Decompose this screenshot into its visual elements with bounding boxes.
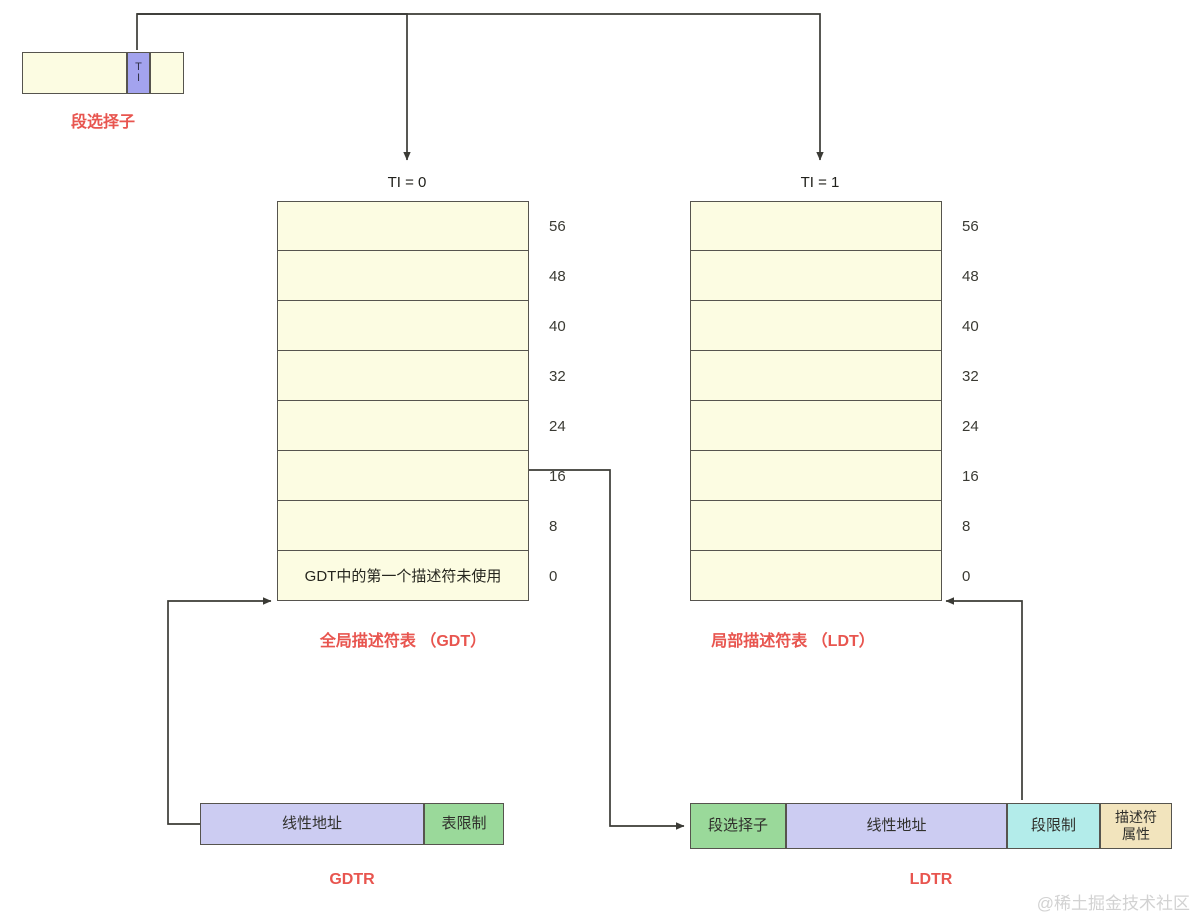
gdtr-table-limit-field[interactable]: 表限制 (424, 803, 504, 845)
ldtr-segment-limit-field[interactable]: 段限制 (1007, 803, 1100, 849)
ldtr-segment-limit-label: 段限制 (1030, 817, 1076, 835)
table-row[interactable] (690, 451, 942, 501)
ldtr-descriptor-attr-field[interactable]: 描述符属性 (1100, 803, 1172, 849)
segment-selector-box[interactable]: T I (22, 52, 184, 94)
row-offset-label: 24 (962, 417, 979, 435)
table-row[interactable] (277, 501, 529, 551)
table-row[interactable] (277, 351, 529, 401)
gdtr-linear-address-label: 线性地址 (281, 815, 342, 833)
ldtr-caption: LDTR (909, 871, 953, 888)
ldtr-group: 段选择子 线性地址 段限制 描述符属性 LDTR (690, 803, 1172, 889)
row-offset-label: 48 (962, 267, 979, 285)
branch-label-ti-1: TI = 1 (800, 174, 840, 191)
gdtr-linear-address-field[interactable]: 线性地址 (200, 803, 424, 845)
row-offset-label: 8 (549, 517, 558, 535)
table-row[interactable] (690, 401, 942, 451)
gdt-offsets: 56 48 40 32 24 16 8 0 (549, 201, 566, 601)
gdtr-box[interactable]: 线性地址 表限制 (200, 803, 504, 845)
table-row[interactable]: GDT中的第一个描述符未使用 (277, 551, 529, 601)
table-row[interactable] (277, 301, 529, 351)
row-offset-label: 16 (549, 467, 566, 485)
row-offset-label: 56 (549, 217, 566, 235)
row-offset-label: 0 (962, 567, 971, 585)
selector-rpl-field (150, 52, 184, 94)
gdt-table: GDT中的第一个描述符未使用 (277, 201, 529, 601)
table-row[interactable] (277, 401, 529, 451)
row-offset-label: 48 (549, 267, 566, 285)
ldtr-box[interactable]: 段选择子 线性地址 段限制 描述符属性 (690, 803, 1172, 849)
table-row[interactable] (690, 201, 942, 251)
gdtr-caption: GDTR (329, 871, 375, 888)
gdtr-group: 线性地址 表限制 GDTR (200, 803, 504, 889)
row-offset-label: 0 (549, 567, 558, 585)
table-row[interactable] (277, 251, 529, 301)
row-offset-label: 16 (962, 467, 979, 485)
row-offset-label: 40 (549, 317, 566, 335)
table-row-label: GDT中的第一个描述符未使用 (304, 568, 502, 585)
table-row[interactable] (690, 501, 942, 551)
ldtr-segment-selector-field[interactable]: 段选择子 (690, 803, 786, 849)
segment-selector-caption: 段选择子 (70, 114, 135, 131)
row-offset-label: 40 (962, 317, 979, 335)
ldtr-linear-address-label: 线性地址 (866, 817, 927, 835)
table-row[interactable] (277, 451, 529, 501)
table-row[interactable] (690, 251, 942, 301)
ldtr-descriptor-attr-label: 描述符属性 (1115, 808, 1157, 843)
gdtr-table-limit-label: 表限制 (441, 815, 487, 833)
selector-index-field (22, 52, 127, 94)
table-row[interactable] (690, 301, 942, 351)
ldt-caption: 局部描述符表 （LDT） (711, 633, 875, 650)
row-offset-label: 24 (549, 417, 566, 435)
ldtr-linear-address-field[interactable]: 线性地址 (786, 803, 1007, 849)
branch-label-ti-0: TI = 0 (387, 174, 427, 191)
segment-selector-group: T I 段选择子 (22, 52, 184, 132)
ldt-table (690, 201, 942, 601)
table-row[interactable] (690, 351, 942, 401)
row-offset-label: 32 (962, 367, 979, 385)
ldt-offsets: 56 48 40 32 24 16 8 0 (962, 201, 979, 601)
ti-field-letter-i: I (136, 72, 141, 84)
row-offset-label: 8 (962, 517, 971, 535)
row-offset-label: 32 (549, 367, 566, 385)
watermark: @稀土掘金技术社区 (1036, 894, 1190, 913)
gdt-caption: 全局描述符表 （GDT） (319, 633, 487, 650)
table-row[interactable] (277, 201, 529, 251)
table-row[interactable] (690, 551, 942, 601)
row-offset-label: 56 (962, 217, 979, 235)
selector-ti-field[interactable]: T I (127, 52, 150, 94)
ti-field-letter-t: T (135, 61, 142, 73)
ldtr-segment-selector-label: 段选择子 (707, 817, 768, 835)
